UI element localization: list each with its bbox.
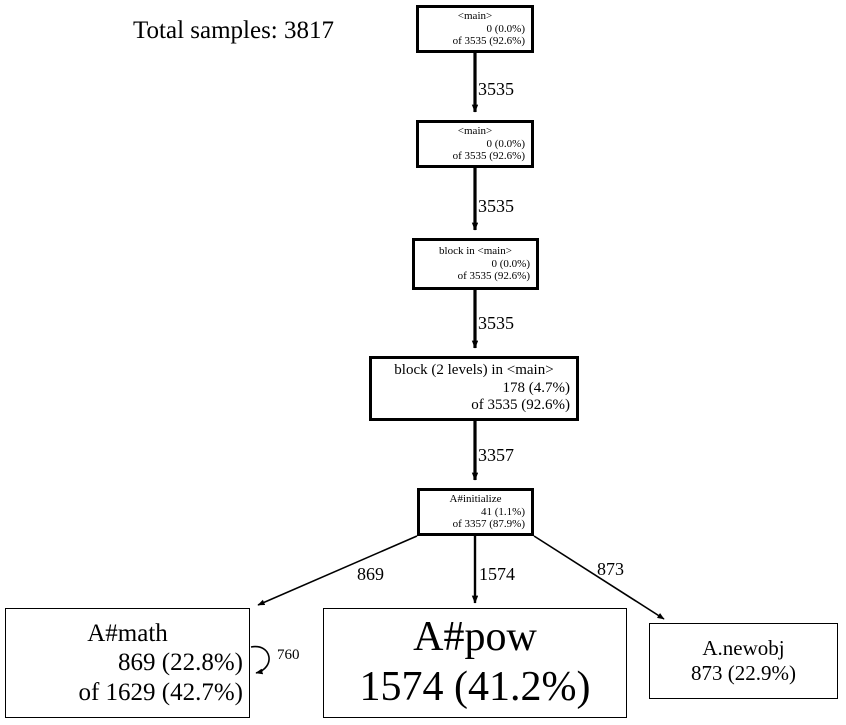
node-name: A#initialize: [449, 492, 502, 505]
node-total: of 3357 (87.9%): [452, 518, 525, 531]
node-name: <main>: [457, 9, 493, 22]
edge-label-a-initialize-to-a-math: 869: [357, 564, 384, 584]
edge-label-main-top-to-main-second: 3535: [478, 79, 514, 99]
node-total: of 3535 (92.6%): [452, 35, 525, 48]
edge-a-initialize-to-a-math: [257, 535, 418, 606]
edge-label-a-initialize-to-a-newobj: 873: [597, 559, 624, 579]
edge-label-main-second-to-block-in-main: 3535: [478, 196, 514, 216]
node-name: block in <main>: [439, 244, 512, 257]
node-self: 0 (0.0%): [486, 22, 526, 35]
node-self: 0 (0.0%): [486, 137, 526, 150]
node-name: block (2 levels) in <main>: [394, 361, 554, 378]
node-self: 0 (0.0%): [491, 257, 531, 270]
node-a-newobj[interactable]: A.newobj 873 (22.9%): [649, 623, 838, 699]
edge-label-a-math-self-loop: 760: [277, 647, 300, 663]
node-main-second[interactable]: <main> 0 (0.0%) of 3535 (92.6%): [416, 120, 534, 168]
edge-a-math-self-loop: [250, 645, 270, 675]
node-total: of 3535 (92.6%): [452, 150, 525, 163]
node-a-initialize[interactable]: A#initialize 41 (1.1%) of 3357 (87.9%): [417, 488, 534, 536]
node-block-2-levels[interactable]: block (2 levels) in <main> 178 (4.7%) of…: [369, 356, 579, 421]
node-self: 1574 (41.2%): [359, 664, 591, 710]
node-total: of 3535 (92.6%): [471, 397, 570, 414]
node-name: A#pow: [413, 614, 537, 661]
node-total: of 1629 (42.7%): [78, 678, 243, 706]
page-title: Total samples: 3817: [133, 17, 335, 44]
edge-label-block-in-main-to-block-2-levels: 3535: [478, 313, 514, 333]
node-main-top[interactable]: <main> 0 (0.0%) of 3535 (92.6%): [416, 5, 534, 53]
node-name: A.newobj: [702, 636, 785, 661]
node-a-math[interactable]: A#math 869 (22.8%) of 1629 (42.7%): [5, 608, 250, 718]
node-name: <main>: [457, 124, 493, 137]
node-self: 178 (4.7%): [502, 379, 571, 396]
node-total: of 3535 (92.6%): [457, 270, 530, 283]
node-a-pow[interactable]: A#pow 1574 (41.2%): [323, 608, 627, 718]
node-self: 873 (22.9%): [691, 661, 796, 685]
node-block-in-main[interactable]: block in <main> 0 (0.0%) of 3535 (92.6%): [412, 238, 539, 290]
node-self: 41 (1.1%): [481, 505, 525, 518]
edge-label-a-initialize-to-a-pow: 1574: [479, 564, 515, 584]
edge-label-block-2-levels-to-a-initialize: 3357: [478, 445, 514, 465]
node-self: 869 (22.8%): [118, 649, 243, 677]
node-name: A#math: [87, 619, 168, 647]
